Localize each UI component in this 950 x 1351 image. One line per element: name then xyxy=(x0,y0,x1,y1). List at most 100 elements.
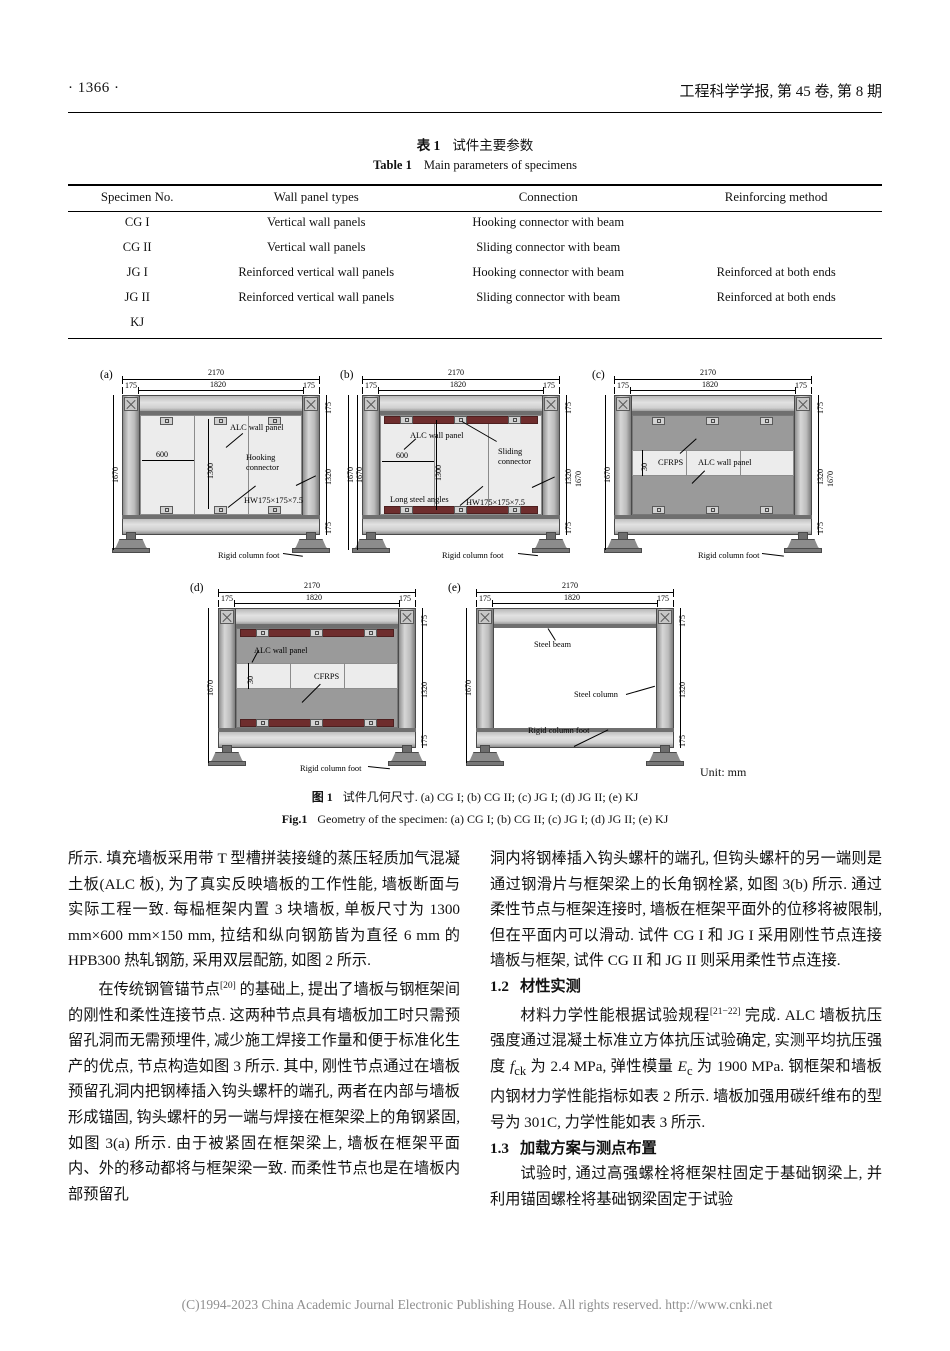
cell-connection: Sliding connector with beam xyxy=(476,290,621,304)
dim-clear-width: 1820 xyxy=(210,380,226,389)
dim-beam-depth-bottom: 175 xyxy=(324,522,333,534)
dim-overall-height-right: 1670 xyxy=(574,471,583,487)
bottom-beam xyxy=(218,730,416,748)
annotation-hw-section: HW175×175×7.5 xyxy=(466,498,525,507)
specimen-diagram-d: (d) 2170 1820 175 175 xyxy=(190,578,440,778)
table-row: JG I Reinforced vertical wall panels Hoo… xyxy=(68,260,882,285)
paragraph-left-1: 所示. 填充墙板采用带 T 型槽拼装接缝的蒸压轻质加气混凝土板(ALC 板), … xyxy=(68,850,460,970)
dim-cfrps-width: 30 xyxy=(640,463,649,471)
sliding-connector xyxy=(310,719,323,727)
hooking-connector xyxy=(760,417,773,425)
paragraph-right-1: 洞内将钢棒插入钩头螺杆的端孔, 但钩头螺杆的另一端则是通过钢滑片与框架梁上的长角… xyxy=(490,850,882,970)
section-title-1-3: 加载方案与测点布置 xyxy=(520,1139,657,1157)
dim-overall-height: 1670 xyxy=(206,680,215,696)
hooking-connector xyxy=(268,417,281,425)
rigid-column-foot xyxy=(604,532,642,553)
annotation-alc-wall-panel: ALC wall panel xyxy=(410,431,464,440)
dim-cfrps-width: 30 xyxy=(246,676,255,684)
dim-clear-height: 1320 xyxy=(564,469,573,485)
section-title-1-2: 材性实测 xyxy=(520,977,581,995)
copyright-footer: (C)1994-2023 China Academic Journal Elec… xyxy=(181,1297,773,1312)
cell-specimen-no: JG II xyxy=(124,290,150,304)
cell-reinforcing-method xyxy=(670,310,882,335)
specimen-diagram-a: (a) 2170 1820 175 175 xyxy=(100,365,333,565)
paragraph-left-2: 在传统钢管锚节点[20] 的基础上, 提出了墙板与钢框架间的刚性和柔性连接节点.… xyxy=(68,974,460,1207)
table1-caption-cn-label: 表 1 xyxy=(416,138,441,153)
joint-panel-zone xyxy=(478,610,492,624)
dim-beam-depth-top: 175 xyxy=(420,615,429,627)
cell-reinforcing-method: Reinforced at both ends xyxy=(716,265,836,279)
sliding-connector xyxy=(364,629,377,637)
dim-clear-height: 1320 xyxy=(324,469,333,485)
dim-overall-width: 2170 xyxy=(562,581,578,590)
dim-beam-depth-top: 175 xyxy=(678,615,687,627)
sliding-connector xyxy=(364,719,377,727)
header-rule xyxy=(68,112,882,113)
annotation-rigid-column-foot: Rigid column foot xyxy=(300,764,362,773)
annotation-cfrps: CFRPS xyxy=(314,672,340,681)
joint-panel-zone xyxy=(658,610,672,624)
cell-wall-panel-type: Vertical wall panels xyxy=(266,215,366,229)
cell-wall-panel-type: Reinforced vertical wall panels xyxy=(238,265,395,279)
annotation-alc-wall-panel: ALC wall panel xyxy=(254,646,308,655)
table-rule-bottom xyxy=(68,338,882,339)
symbol-fck-subscript: ck xyxy=(514,1063,527,1078)
dim-beam-depth-top: 175 xyxy=(324,402,333,414)
dim-panel-width: 600 xyxy=(156,450,168,459)
annotation-cfrps: CFRPS xyxy=(658,458,684,467)
bottom-beam xyxy=(362,517,560,535)
hooking-connector xyxy=(652,506,665,514)
sliding-connector xyxy=(400,416,413,424)
cell-specimen-no: JG I xyxy=(126,265,148,279)
left-column xyxy=(476,608,494,748)
rigid-column-foot xyxy=(112,532,150,553)
dim-side-width-right: 175 xyxy=(795,381,807,390)
dim-overall-width: 2170 xyxy=(448,368,464,377)
cell-connection: Sliding connector with beam xyxy=(476,240,621,254)
dim-side-width-left: 175 xyxy=(221,594,233,603)
dim-clear-width: 1820 xyxy=(450,380,466,389)
annotation-alc-wall-panel: ALC wall panel xyxy=(230,423,284,432)
rigid-column-foot xyxy=(784,532,822,553)
sliding-connector xyxy=(256,629,269,637)
figure1-graphic: (a) 2170 1820 175 175 xyxy=(0,360,950,790)
right-column xyxy=(794,395,812,535)
dim-overall-width: 2170 xyxy=(304,581,320,590)
joint-panel-zone xyxy=(400,610,414,624)
paragraph-right-3: 试验时, 通过高强螺栓将框架柱固定于基础钢梁上, 并利用锚固螺栓将基础钢梁固定于… xyxy=(490,1165,882,1208)
sliding-connector xyxy=(454,416,467,424)
dim-clear-height: 1320 xyxy=(420,682,429,698)
cfrps-band xyxy=(236,663,398,689)
paragraph-right-2b: 完成. ALC 墙板抗压强度通过混凝土标准立方体抗压试验确定, 实测平均抗压强度 xyxy=(490,1006,883,1075)
paragraph-left-2b: 的基础上, 提出了墙板与钢框架间的刚性和柔性连接节点. 这两种节点具有墙板加工时… xyxy=(68,981,461,1203)
cell-connection xyxy=(426,310,670,335)
bottom-beam xyxy=(614,517,812,535)
cell-wall-panel-type: Vertical wall panels xyxy=(266,240,366,254)
figure1-caption-en-text: Geometry of the specimen: (a) CG I; (b) … xyxy=(317,812,669,826)
cell-specimen-no: KJ xyxy=(130,315,145,329)
left-column xyxy=(122,395,140,535)
hooking-connector xyxy=(214,417,227,425)
annotation-hw-section: HW175×175×7.5 xyxy=(244,496,303,505)
dim-clear-height: 1320 xyxy=(816,469,825,485)
dim-overall-height: 1670 xyxy=(603,467,612,483)
cell-specimen-no: CG I xyxy=(124,215,150,229)
dim-overall-height: 1670 xyxy=(111,467,120,483)
cell-wall-panel-type xyxy=(206,310,426,335)
rigid-column-foot xyxy=(532,532,570,553)
cell-connection: Hooking connector with beam xyxy=(472,265,625,279)
dim-clear-width: 1820 xyxy=(702,380,718,389)
table1-caption-en-label: Table 1 xyxy=(373,158,412,172)
sliding-connector xyxy=(454,506,467,514)
page-header: · 1366 · 工程科学学报, 第 45 卷, 第 8 期 xyxy=(68,80,882,106)
paragraph-right-2a: 材料力学性能根据试验规程 xyxy=(520,1006,710,1024)
dim-beam-depth-top: 175 xyxy=(816,402,825,414)
dim-beam-depth-bottom: 175 xyxy=(816,522,825,534)
journal-title: 工程科学学报, 第 45 卷, 第 8 期 xyxy=(679,84,882,100)
